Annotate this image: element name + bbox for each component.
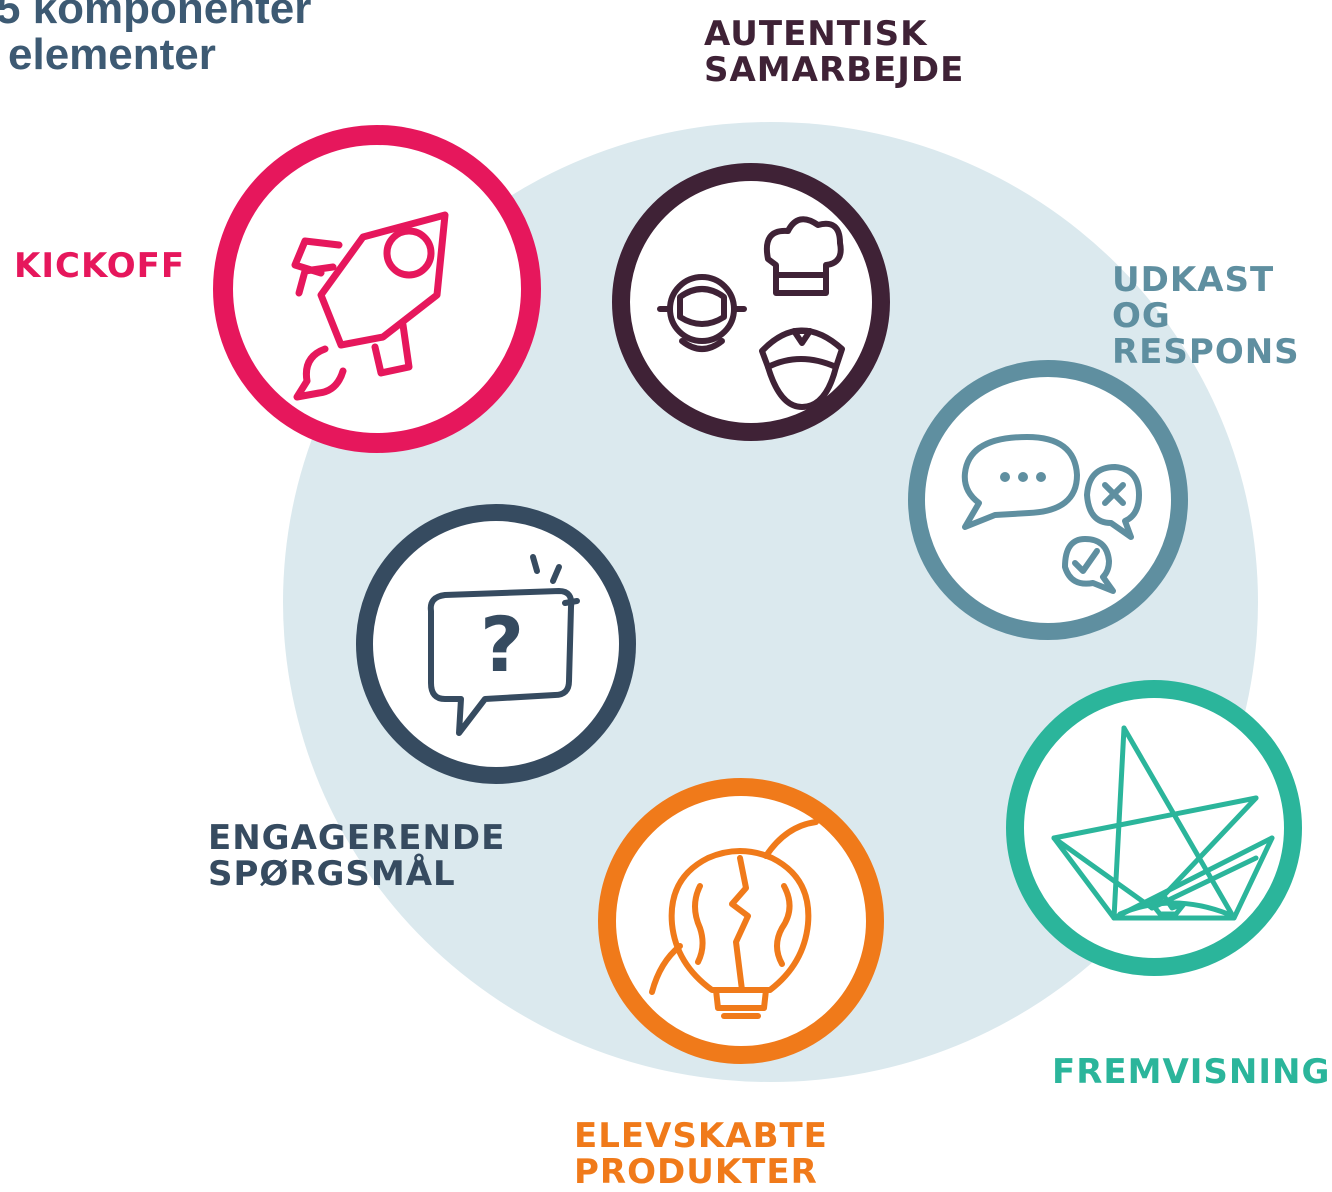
title-line-2: elementer [8,30,216,79]
elevskabte-produkter-label: ELEVSKABTE PRODUKTER [574,1118,828,1190]
udkast-respons-label: UDKAST OG RESPONS [1112,262,1332,370]
title-line-1: 5 komponenter [0,0,312,33]
kickoff-circle [213,125,541,453]
engagerende-line-2: SPØRGSMÅL [208,854,456,894]
udkast-line-1: UDKAST [1112,260,1275,300]
autentisk-samarbejde-circle [612,163,890,441]
autentisk-samarbejde-label: AUTENTISK SAMARBEJDE [704,16,964,88]
autentisk-line-2: SAMARBEJDE [704,50,965,90]
svg-text:?: ? [480,600,524,689]
elevskabte-line-1: ELEVSKABTE [574,1116,828,1156]
udkast-line-2: OG RESPONS [1112,296,1300,372]
autentisk-line-1: AUTENTISK [704,14,928,54]
lightbulb-icon [649,819,819,1019]
page-title: 5 komponenter elementer [0,0,311,78]
elevskabte-line-2: PRODUKTER [574,1152,818,1192]
engagerende-line-1: ENGAGERENDE [208,818,506,858]
udkast-respons-circle [908,360,1188,640]
fremvisning-circle [1006,680,1302,976]
kickoff-label: KICKOFF [14,246,186,286]
question-bubble-icon: ? [427,554,580,736]
engagerende-spoergsmaal-label: ENGAGERENDE SPØRGSMÅL [208,820,505,892]
fremvisning-label: FREMVISNING [1052,1052,1331,1092]
engagerende-spoergsmaal-circle: ? [356,504,636,784]
elevskabte-produkter-circle [598,778,884,1064]
crown-icon [1051,725,1275,921]
speech-bubbles-icon [961,434,1142,594]
rocket-icon [291,211,449,401]
professions-icon [657,216,845,410]
